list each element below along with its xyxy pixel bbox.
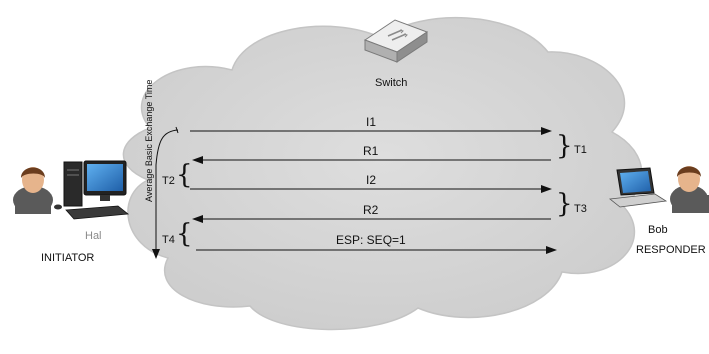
initiator-name: Hal <box>85 230 102 242</box>
initiator-role: INITIATOR <box>41 252 95 264</box>
cloud-shape <box>122 16 643 331</box>
brace-t1: } <box>556 131 573 161</box>
message-arrows <box>190 127 557 254</box>
arrow-r2 <box>192 215 551 223</box>
brace-t2: { <box>176 160 193 190</box>
switch-label: Switch <box>375 77 408 89</box>
timing-label-t1: T1 <box>574 144 587 156</box>
timing-label-t2: T2 <box>162 175 175 187</box>
responder-role: RESPONDER <box>636 244 706 256</box>
message-label-r1: R1 <box>363 144 379 158</box>
arrow-i1 <box>190 127 552 135</box>
brace-t4: { <box>176 219 193 249</box>
exchange-time-arrow <box>152 126 179 259</box>
arrow-esp <box>196 246 557 254</box>
desktop-computer-icon <box>54 160 130 220</box>
message-label-r2: R2 <box>363 203 379 217</box>
timing-label-t3: T3 <box>574 203 587 215</box>
brace-t3: } <box>556 189 573 219</box>
switch-icon <box>363 19 429 63</box>
laptop-icon <box>608 167 668 208</box>
message-label-i2: I2 <box>366 173 377 187</box>
arrow-i2 <box>190 185 552 193</box>
exchange-time-label: Average Basic Exchange Time <box>144 79 154 202</box>
initiator-person-icon <box>13 167 53 214</box>
responder-name: Bob <box>648 224 668 236</box>
responder-person-icon <box>670 166 709 213</box>
message-label-i1: I1 <box>366 115 377 129</box>
arrow-r1 <box>192 156 551 164</box>
message-label-esp: ESP: SEQ=1 <box>336 233 406 247</box>
timing-label-t4: T4 <box>162 234 175 246</box>
